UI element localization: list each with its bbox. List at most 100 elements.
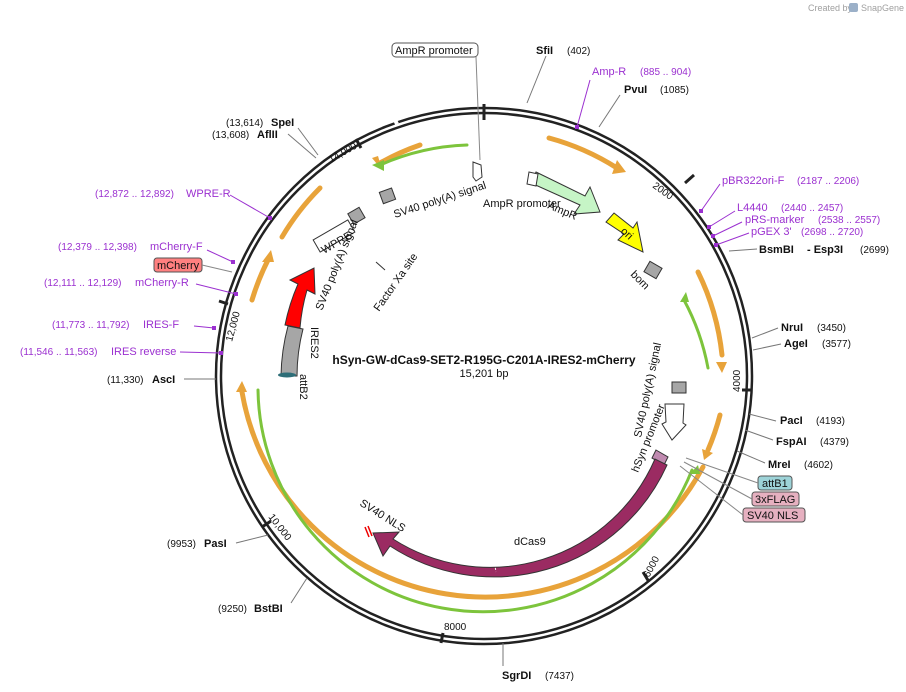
l4440-name[interactable]: L4440 xyxy=(737,202,768,214)
ori-feature[interactable] xyxy=(605,212,644,253)
pGEX-name[interactable]: pGEX 3' xyxy=(751,226,792,238)
ampR-promoter-box-label: AmpR promoter xyxy=(395,45,473,57)
ampR-feature[interactable] xyxy=(530,171,601,215)
bstBI-name[interactable]: BstBI xyxy=(254,603,283,615)
pBR322-mark xyxy=(699,209,703,213)
bsmBI-name[interactable]: BsmBI xyxy=(759,244,794,256)
orf-arrowhead-3 xyxy=(702,449,713,460)
sv40nls-marker xyxy=(367,525,373,537)
wpreR-leader xyxy=(229,194,271,219)
orf-arc-green-right xyxy=(682,298,710,370)
attB2-label: attB2 xyxy=(297,374,309,400)
orf-arc-upper-left xyxy=(279,185,323,240)
tick-marks xyxy=(218,104,752,644)
iresRev-mark xyxy=(219,351,223,355)
ampR-promoter-feature[interactable] xyxy=(526,171,539,187)
primer-marks xyxy=(212,125,718,355)
green-arrowhead-2 xyxy=(680,292,689,302)
mCherry-feature[interactable] xyxy=(284,267,316,329)
sv40nls-inner-label: SV40 NLS xyxy=(357,497,407,534)
l4440-mark xyxy=(707,225,711,229)
factorxa-marker xyxy=(375,261,386,271)
orf-arc-left xyxy=(249,257,271,303)
esp3I-name[interactable]: - Esp3I xyxy=(807,244,843,256)
nruI-leader xyxy=(751,327,779,339)
pacI-name[interactable]: PacI xyxy=(780,415,803,427)
aflII-leader xyxy=(287,133,317,159)
enzyme-leaders xyxy=(184,55,782,666)
iresF-name[interactable]: IRES-F xyxy=(143,319,179,331)
mCherryR-leader xyxy=(195,283,237,295)
mCherryF-mark xyxy=(231,260,235,264)
mCherryF-pos: (12,379 .. 12,398) xyxy=(58,242,137,253)
nruI-name[interactable]: NruI xyxy=(781,322,803,334)
orf-arc-top-right xyxy=(546,135,620,171)
pRS-mark xyxy=(711,234,715,238)
sv40polyA-left-feature[interactable] xyxy=(347,206,366,225)
mCherryR-name[interactable]: mCherry-R xyxy=(135,277,189,289)
plasmid-name: hSyn-GW-dCas9-SET2-R195G-C201A-IRES2-mCh… xyxy=(332,353,635,367)
pacI-leader xyxy=(748,413,777,422)
sgrDI-name[interactable]: SgrDI xyxy=(502,670,531,682)
plasmid-length: 15,201 bp xyxy=(460,368,509,380)
orf-arc-green-bottom xyxy=(256,388,694,614)
speI-name[interactable]: SpeI xyxy=(271,117,294,129)
ampR-promoter-top-feature[interactable] xyxy=(472,161,483,182)
tick-mark-6000 xyxy=(641,571,651,583)
sv40polyA-right-feature[interactable] xyxy=(671,381,687,394)
green-arrowhead-3 xyxy=(690,465,700,474)
bsmBI-leader xyxy=(728,248,758,252)
gap-mark xyxy=(391,115,399,125)
pacI-pos: (4193) xyxy=(816,416,845,427)
pBR322-name[interactable]: pBR322ori-F xyxy=(722,175,785,187)
ageI-leader xyxy=(752,343,782,351)
attB2-feature[interactable] xyxy=(278,372,296,378)
pRS-name[interactable]: pRS-marker xyxy=(745,214,805,226)
ampR-promoter-leader xyxy=(475,56,481,161)
bsmBI-pos: (2699) xyxy=(860,245,889,256)
wpre-feature[interactable] xyxy=(312,219,356,253)
orf-arrowhead-5 xyxy=(262,250,274,262)
ampR-promoter-box[interactable] xyxy=(391,42,479,58)
wpreR-pos: (12,872 .. 12,892) xyxy=(95,189,174,200)
l4440-pos: (2440 .. 2457) xyxy=(781,203,843,214)
pBR322-leader xyxy=(700,183,721,212)
bom-feature[interactable] xyxy=(643,260,663,280)
sfiI-name[interactable]: SfiI xyxy=(536,45,553,57)
sv40nls-box-leader xyxy=(679,465,744,516)
dCas9-label: dCas9 xyxy=(514,536,546,548)
iresRev-pos: (11,546 .. 11,563) xyxy=(20,347,97,358)
ampR-primer-name[interactable]: Amp-R xyxy=(592,66,626,78)
ascI-name[interactable]: AscI xyxy=(152,374,175,386)
fspAI-pos: (4379) xyxy=(820,437,849,448)
orf-arcs-green xyxy=(256,143,710,614)
mreI-name[interactable]: MreI xyxy=(768,459,791,471)
pGEX-leader xyxy=(715,232,750,246)
iresRev-name[interactable]: IRES reverse xyxy=(111,346,176,358)
bstBI-pos: (9250) xyxy=(218,604,247,615)
pvuI-leader xyxy=(598,94,621,128)
orf-arrowheads-green xyxy=(372,160,700,474)
pGEX-pos: (2698 .. 2720) xyxy=(801,227,863,238)
pRS-leader xyxy=(712,221,743,237)
tick-mark-10000 xyxy=(261,519,272,529)
tick-mark-8000 xyxy=(439,632,445,644)
ascI-pos: (11,330) xyxy=(107,375,144,386)
aflII-name[interactable]: AflII xyxy=(257,129,278,141)
pvuI-name[interactable]: PvuI xyxy=(624,84,647,96)
ageI-name[interactable]: AgeI xyxy=(784,338,808,350)
sv40polyA-top-feature[interactable] xyxy=(378,187,397,205)
iresF-leader xyxy=(193,325,215,329)
nruI-pos: (3450) xyxy=(817,323,846,334)
flag-box-label: 3xFLAG xyxy=(755,494,795,506)
hsyn-promoter-feature[interactable] xyxy=(661,403,687,441)
mCherryF-name[interactable]: mCherry-F xyxy=(150,241,203,253)
pasI-name[interactable]: PasI xyxy=(204,538,227,550)
sfiI-leader xyxy=(526,55,547,104)
ires2-feature[interactable] xyxy=(280,325,304,377)
wpreR-name[interactable]: WPRE-R xyxy=(186,188,231,200)
dCas9-feature[interactable] xyxy=(372,458,668,578)
speI-pos: (13,614) xyxy=(226,118,263,129)
fspAI-name[interactable]: FspAI xyxy=(776,436,807,448)
